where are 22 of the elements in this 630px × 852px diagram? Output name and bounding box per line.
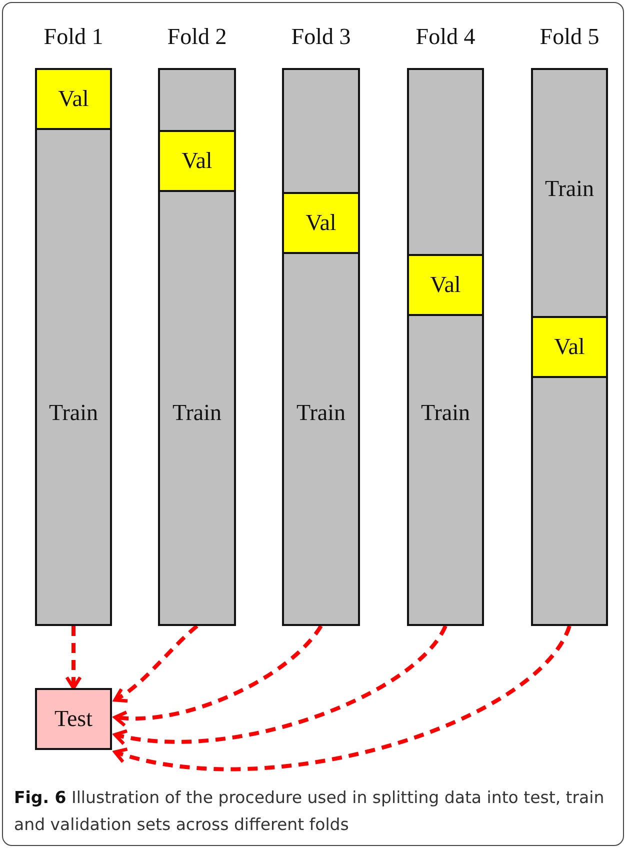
bar-label: Train [544,176,595,202]
column-heading: Fold 4 [414,24,476,50]
bar-label: Train [48,400,99,426]
bar-label: Train [296,400,346,426]
dashed-arrow [113,624,448,745]
dashed-arrow [113,624,323,726]
test-box: Test [35,688,112,750]
figure-caption: Fig. 6 Illustration of the procedure used in splitting data into test, train and validation sets across different folds [14,787,606,836]
dashed-arrow [113,625,572,771]
bar-label: Train [172,400,222,426]
validation-box: Val [282,192,360,254]
column-heading: Fold 2 [166,24,228,50]
validation-box: Val [158,130,236,192]
column-heading: Fold 1 [42,24,104,50]
validation-box: Val [35,68,112,130]
validation-box: Val [531,316,608,378]
dashed-arrow [113,624,198,702]
validation-box: Val [407,254,484,316]
bar-label: Train [420,400,471,426]
dashed-arrow [65,626,82,690]
column-heading: Fold 3 [290,24,352,50]
column-heading: Fold 5 [538,24,600,50]
